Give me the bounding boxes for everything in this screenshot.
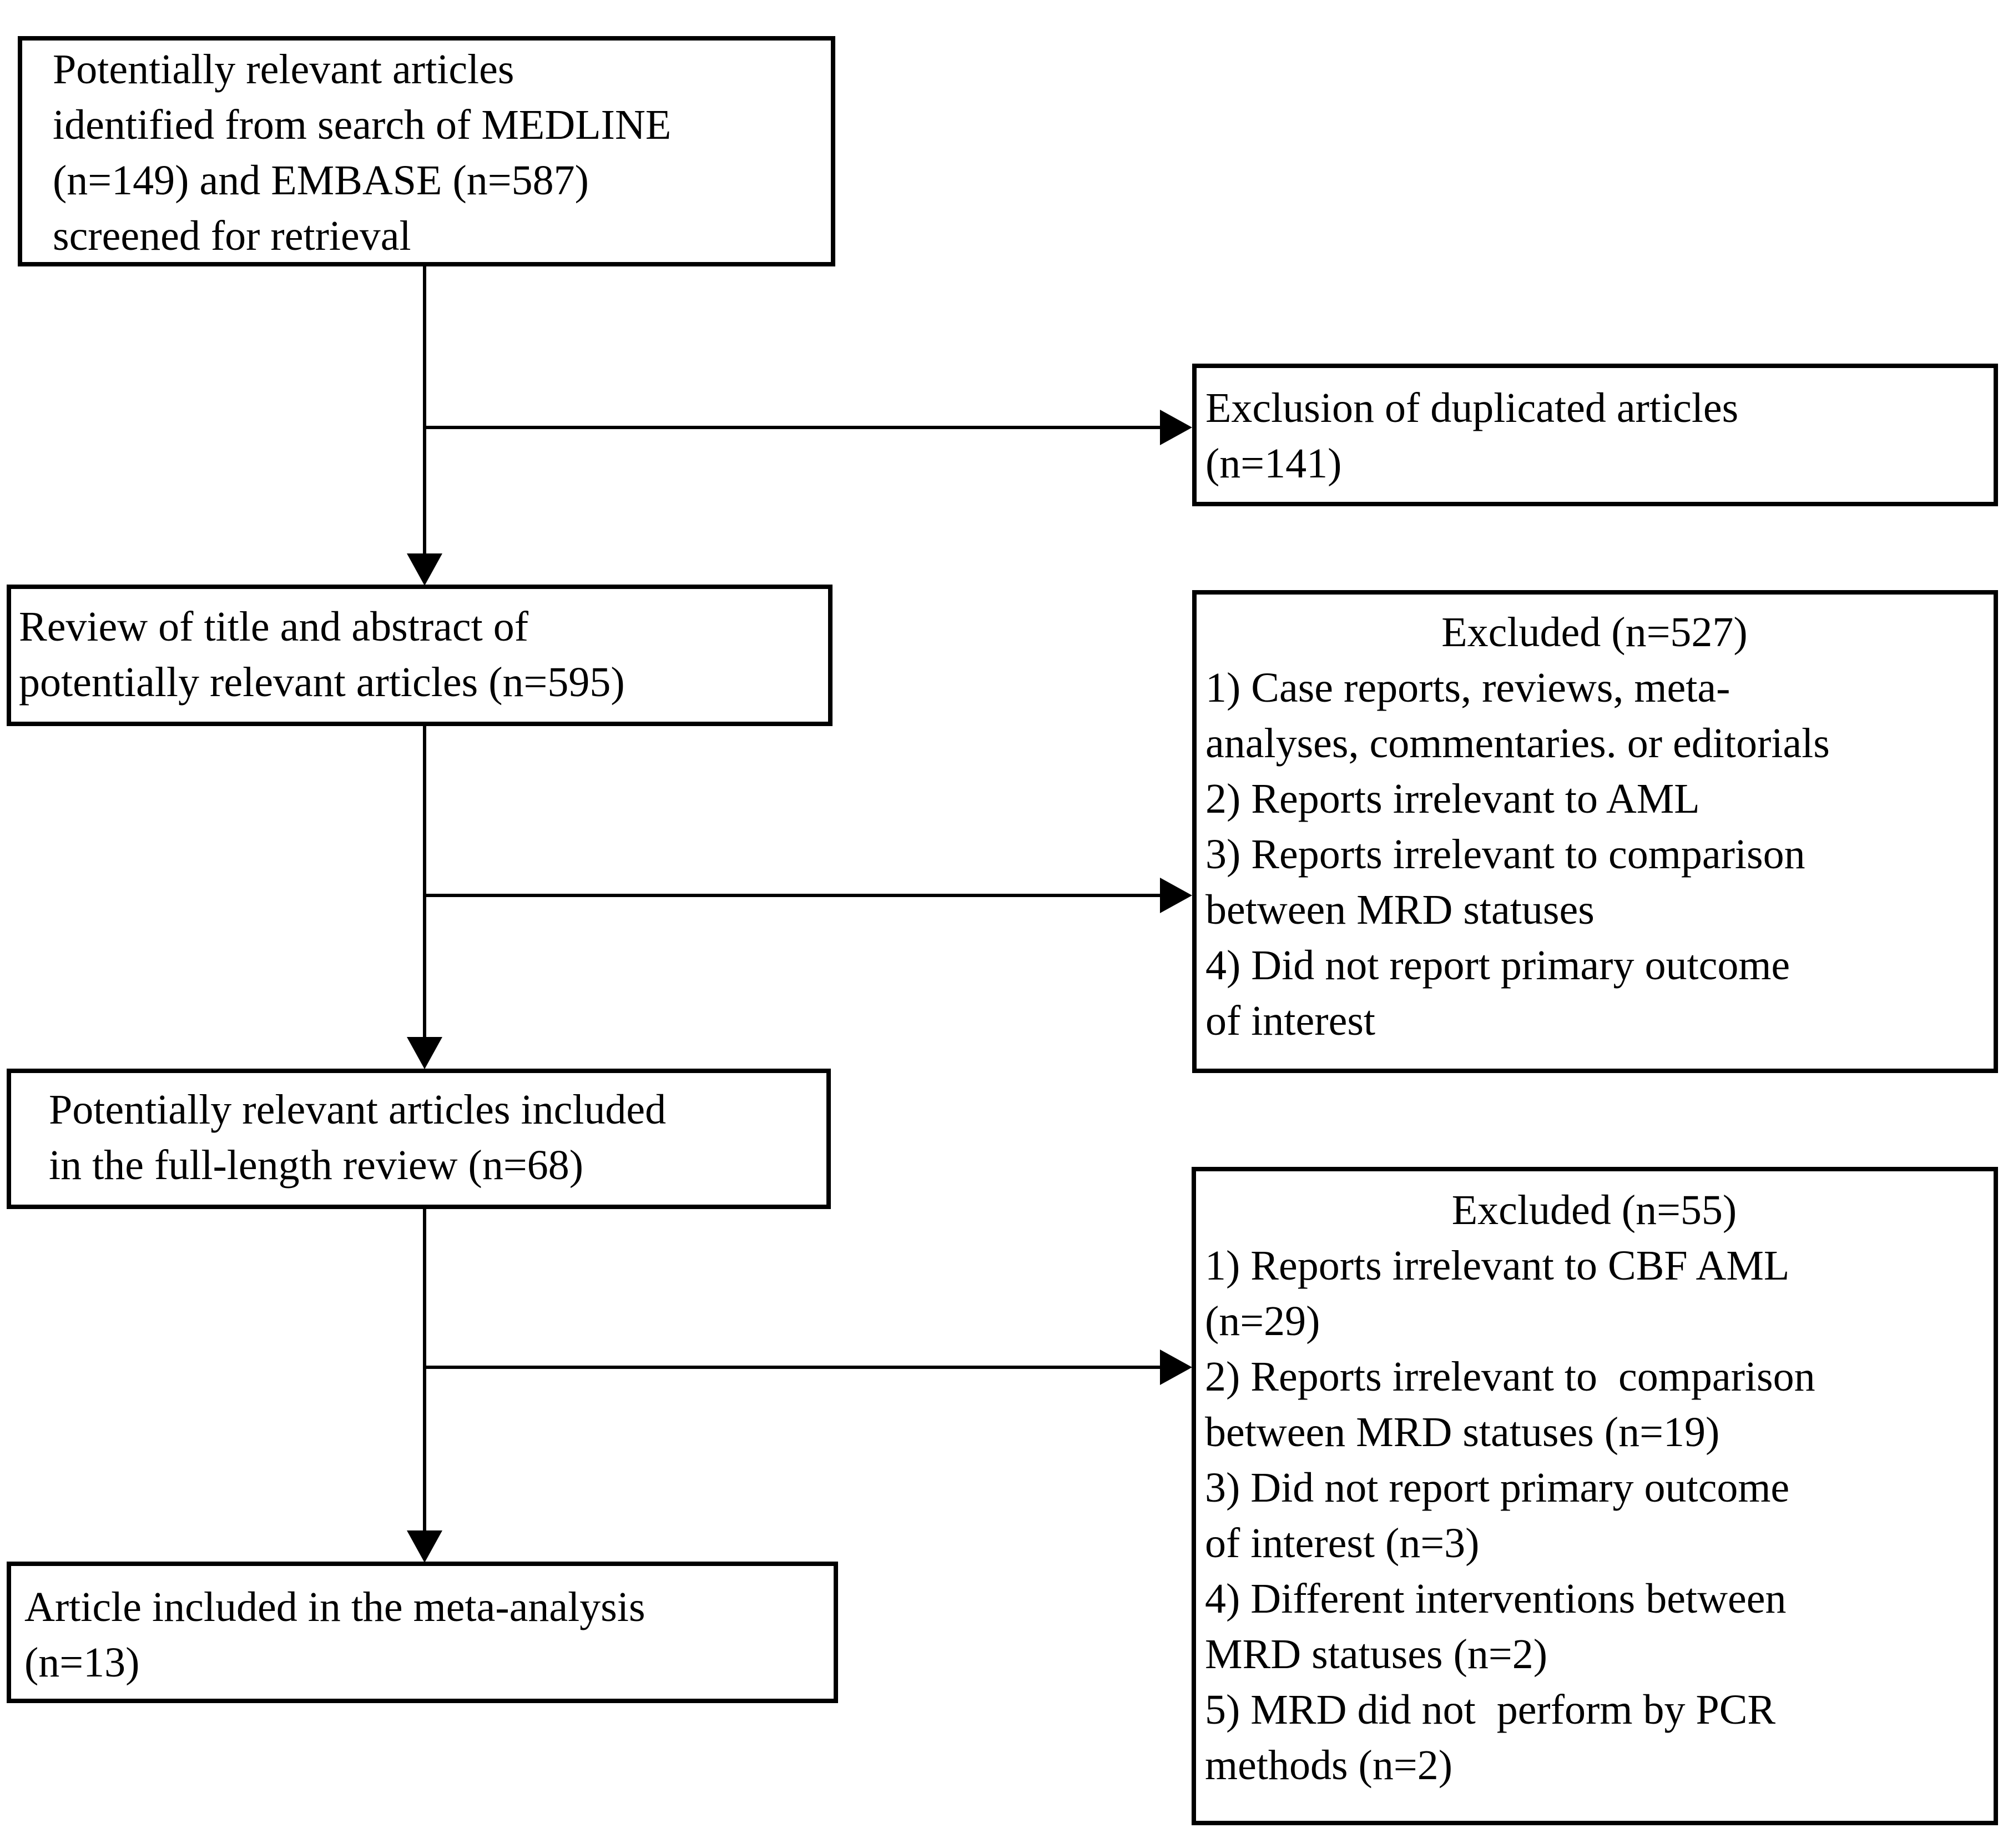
connector-identification-to-screening (423, 266, 426, 555)
connector-branch-to-screening-excluded (423, 894, 1161, 897)
screening-excluded-box-title: Excluded (n=527) (1441, 609, 1748, 656)
arrowhead-right-to-duplicates-excluded-icon (1160, 410, 1192, 445)
identification-box-text: Potentially relevant articles identified… (53, 46, 672, 259)
duplicates-excluded-box: Exclusion of duplicated articles (n=141) (1192, 364, 1998, 506)
connector-branch-to-duplicates-excluded (423, 426, 1161, 429)
meta-analysis-included-box: Article included in the meta-analysis (n… (7, 1562, 838, 1703)
screening-excluded-box: Excluded (n=527) 1) Case reports, review… (1192, 590, 1998, 1073)
arrowhead-down-to-included-icon (407, 1530, 442, 1563)
full-length-review-box-text: Potentially relevant articles included i… (49, 1086, 667, 1189)
full-length-review-box: Potentially relevant articles included i… (7, 1069, 831, 1209)
full-length-excluded-box: Excluded (n=55) 1) Reports irrelevant to… (1192, 1167, 1998, 1825)
duplicates-excluded-box-text: Exclusion of duplicated articles (n=141) (1205, 385, 1739, 487)
arrowhead-right-to-screening-excluded-icon (1160, 878, 1192, 913)
title-abstract-review-box-text: Review of title and abstract of potentia… (19, 603, 625, 706)
full-length-excluded-box-items: 1) Reports irrelevant to CBF AML (n=29) … (1205, 1242, 1815, 1789)
meta-analysis-included-box-text: Article included in the meta-analysis (n… (24, 1584, 645, 1686)
arrowhead-right-to-full-length-excluded-icon (1160, 1350, 1192, 1385)
arrowhead-down-to-screening-icon (407, 553, 442, 586)
connector-branch-to-full-length-excluded (423, 1366, 1161, 1369)
screening-excluded-box-items: 1) Case reports, reviews, meta- analyses… (1205, 664, 1830, 1044)
connector-screening-to-full-length (423, 726, 426, 1038)
connector-full-length-to-included (423, 1209, 426, 1532)
arrowhead-down-to-full-length-icon (407, 1037, 442, 1069)
full-length-excluded-box-title: Excluded (n=55) (1451, 1187, 1737, 1233)
title-abstract-review-box: Review of title and abstract of potentia… (7, 585, 833, 726)
identification-box: Potentially relevant articles identified… (18, 36, 835, 266)
